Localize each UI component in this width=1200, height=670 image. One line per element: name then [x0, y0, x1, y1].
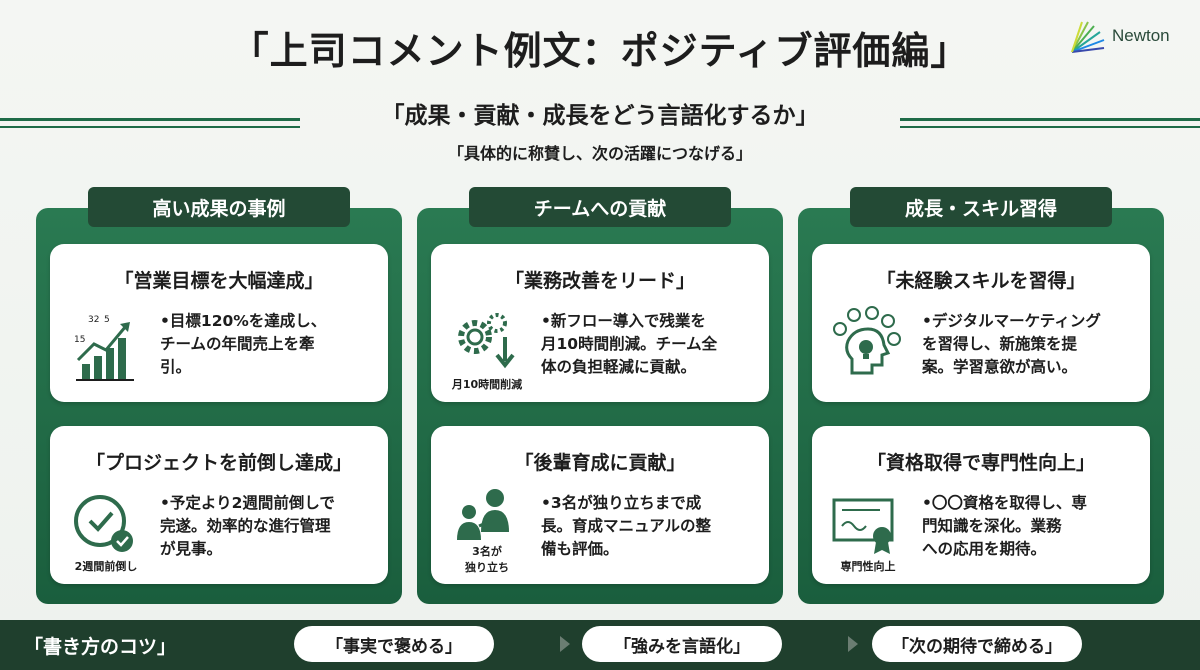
card-title: 「資格取得で専門性向上」	[866, 452, 1095, 474]
icon-caption: 2週間前倒し	[74, 560, 138, 573]
tip-pill-facts: 「事実で褒める」	[294, 626, 494, 662]
column-growth-skills: 「未経験スキルを習得」 •デジタルマーケティング を習得し、新施策を提 案。学習…	[798, 208, 1164, 604]
gears-arrow-icon	[458, 313, 515, 369]
page-tagline: 「具体的に称賛し、次の活躍につなげる」	[447, 144, 752, 163]
card-description: •デジタルマーケティング を習得し、新施策を提 案。学習意欲が高い。	[922, 310, 1136, 379]
card-title: 「後輩育成に貢献」	[514, 452, 686, 474]
card-line: 門知識を深化。業務	[922, 517, 1062, 535]
divider-right	[900, 118, 1200, 121]
certificate-icon	[832, 498, 894, 554]
chart-number-32: 32	[88, 315, 99, 325]
card-project-early: 「プロジェクトを前倒し達成」 2週間前倒し •予定より2週間前倒しで 完遂。効率…	[50, 426, 388, 584]
card-description: •予定より2週間前倒しで 完遂。効率的な進行管理 が見事。	[160, 492, 374, 561]
card-line: チームの年間売上を牽	[160, 335, 315, 353]
column-header-growth-skills: 成長・スキル習得	[850, 187, 1112, 227]
tip-pill-expectations: 「次の期待で締める」	[872, 626, 1082, 662]
divider-left	[0, 118, 300, 121]
divider-left-thin	[0, 126, 300, 128]
column-header-high-results: 高い成果の事例	[88, 187, 350, 227]
growth-chart-icon: 15 32 5	[74, 315, 134, 381]
card-line: •目標120%を達成し、	[160, 312, 327, 330]
page-subtitle: 「成果・貢献・成長をどう言語化するか」	[381, 103, 819, 129]
card-process-improvement: 「業務改善をリード」 月10時間削減 •新フロー導入で残業を 月10時間削減。チ…	[431, 244, 769, 402]
chevron-right-icon	[560, 636, 570, 652]
card-line: 備も評価。	[541, 540, 619, 558]
column-team-contribution: 「業務改善をリード」 月10時間削減 •新フロー導入で残業を 月10時間削減。チ…	[417, 208, 783, 604]
newton-logo-icon	[1071, 21, 1105, 53]
icon-caption: 月10時間削減	[451, 378, 523, 391]
column-header-team-contribution: チームへの貢献	[469, 187, 731, 227]
lightbulb-head-icon	[833, 306, 901, 375]
card-description: •〇〇資格を取得し、専 門知識を深化。業務 への応用を期待。	[922, 492, 1136, 561]
tips-footer: 「書き方のコツ」 「事実で褒める」 「強みを言語化」 「次の期待で締める」	[0, 620, 1200, 670]
card-description: •3名が独り立ちまで成 長。育成マニュアルの整 備も評価。	[541, 492, 755, 561]
icon-caption: 3名が 独り立ち	[437, 544, 537, 576]
card-line: への応用を期待。	[922, 540, 1047, 558]
icon-caption: 専門性向上	[840, 560, 896, 573]
chart-number-5: 5	[104, 315, 110, 325]
footer-label: 「書き方のコツ」	[24, 636, 177, 658]
chevron-right-icon	[848, 636, 858, 652]
card-line: を習得し、新施策を提	[922, 335, 1078, 353]
card-title: 「業務改善をリード」	[504, 270, 695, 292]
card-description: •目標120%を達成し、 チームの年間売上を牽 引。	[160, 310, 374, 379]
card-line: が見事。	[160, 540, 223, 558]
card-description: •新フロー導入で残業を 月10時間削減。チーム全 体の負担軽減に貢献。	[541, 310, 755, 379]
column-high-results: 「営業目標を大幅達成」 15 32 5 •目標120%を達成し、 チームの年間売…	[36, 208, 402, 604]
card-certification: 「資格取得で専門性向上」 専門性向上 •〇〇資格を取得し、専 門知識を深化。業務…	[812, 426, 1150, 584]
clock-check-icon	[74, 495, 133, 552]
card-mentoring: 「後輩育成に貢献」 3名が 独り立ち •3名が独り立ちまで成 長。育成マニュアル…	[431, 426, 769, 584]
card-line: •予定より2週間前倒しで	[160, 494, 335, 512]
card-line: •〇〇資格を取得し、専	[922, 494, 1087, 512]
tip-pill-strengths: 「強みを言語化」	[582, 626, 782, 662]
icon-caption-line: 独り立ち	[465, 561, 509, 574]
card-line: •デジタルマーケティング	[922, 312, 1101, 330]
chart-number-15: 15	[74, 335, 85, 345]
card-line: 月10時間削減。チーム全	[541, 335, 718, 353]
card-line: •3名が独り立ちまで成	[541, 494, 702, 512]
card-title: 「未経験スキルを習得」	[876, 270, 1086, 292]
card-line: 完遂。効率的な進行管理	[160, 517, 331, 535]
logo-text: Newton	[1112, 26, 1170, 45]
mentoring-icon	[457, 489, 509, 540]
card-new-skill: 「未経験スキルを習得」 •デジタルマーケティング を習得し、新施策を提 案。学習…	[812, 244, 1150, 402]
card-line: 体の負担軽減に貢献。	[541, 358, 697, 376]
card-title: 「営業目標を大幅達成」	[114, 270, 324, 292]
icon-caption-line: 3名が	[472, 545, 502, 558]
card-line: 案。学習意欲が高い。	[922, 358, 1078, 376]
page-title: 「上司コメント例文：ポジティブ評価編」	[230, 29, 970, 73]
card-line: 引。	[160, 358, 192, 376]
newton-logo: Newton	[1068, 14, 1178, 58]
card-sales-target: 「営業目標を大幅達成」 15 32 5 •目標120%を達成し、 チームの年間売…	[50, 244, 388, 402]
card-line: 長。育成マニュアルの整	[541, 517, 712, 535]
divider-right-thin	[900, 126, 1200, 128]
card-line: •新フロー導入で残業を	[541, 312, 706, 330]
card-title: 「プロジェクトを前倒し達成」	[85, 452, 352, 474]
